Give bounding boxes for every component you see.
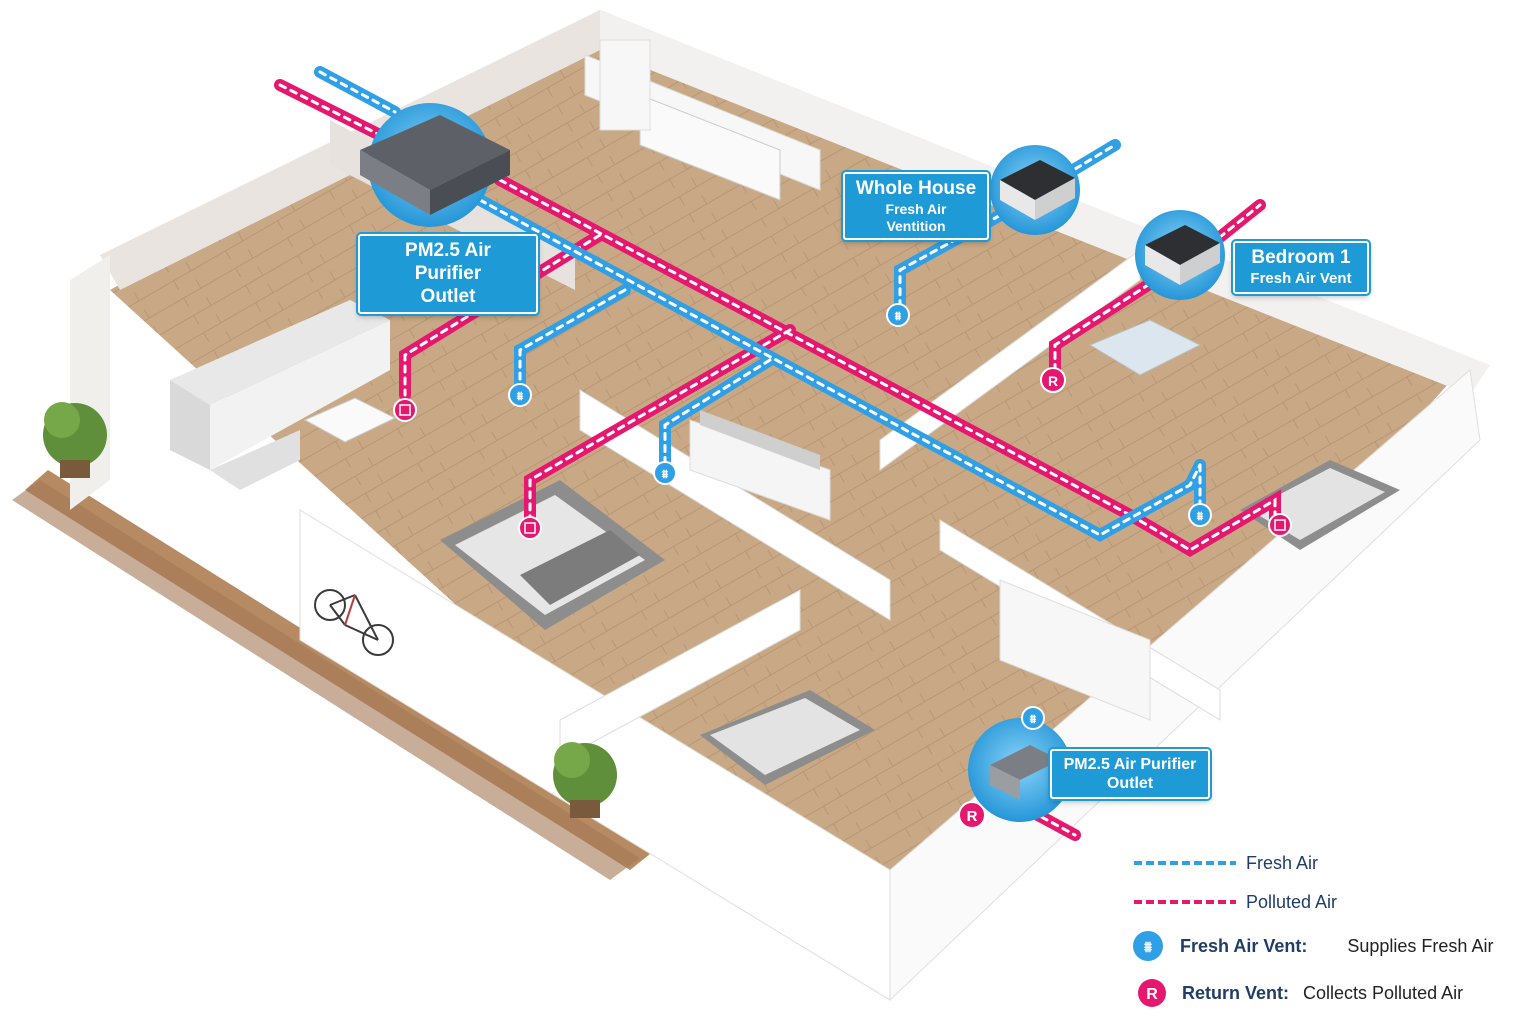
fresh-air-unit-bedroom1	[1135, 210, 1225, 300]
bathtub	[1088, 319, 1202, 376]
legend-return-vent-desc: Collects Polluted Air	[1303, 982, 1464, 1003]
fresh-air-vent-icon: ⩩	[886, 303, 910, 327]
fresh-air-vent-icon: ⩩	[1188, 503, 1212, 527]
purifier-unit-bottom	[968, 718, 1072, 822]
legend-fresh-vent-icon: ⩩	[1133, 931, 1163, 961]
return-vent-icon: R	[1040, 367, 1066, 393]
callout-subtitle: Outlet	[420, 285, 476, 307]
plant-left	[43, 402, 107, 478]
legend-return-vent: Return Vent: Collects Polluted Air	[1172, 978, 1463, 1008]
legend-fresh-air: Fresh Air	[1246, 848, 1318, 878]
callout-title: PM2.5 Air Purifier	[405, 240, 491, 284]
sofa	[170, 300, 390, 490]
bed-center	[440, 480, 665, 630]
svg-text:R: R	[1048, 373, 1058, 389]
plant-bottom	[553, 742, 617, 818]
svg-text:⩩: ⩩	[662, 467, 669, 481]
whole-house-callout: Whole House Fresh Air Ventition	[843, 172, 989, 241]
svg-text:⩩: ⩩	[1144, 938, 1152, 956]
fresh-air-vent-icon: ⩩	[508, 383, 532, 407]
svg-text:⩩: ⩩	[895, 309, 902, 323]
wardrobe	[999, 579, 1151, 721]
legend-polluted-air-label: Polluted Air	[1246, 891, 1338, 912]
legend-polluted-air: Polluted Air	[1246, 887, 1337, 917]
callout-subtitle: Fresh Air Vent	[1250, 269, 1352, 287]
return-vent-icon	[1268, 513, 1292, 537]
bicycle	[314, 589, 394, 656]
return-vent-icon: R	[958, 801, 986, 829]
purifier-bottom-callout: PM2.5 Air Purifier Outlet	[1050, 749, 1210, 800]
svg-text:⩩: ⩩	[517, 389, 524, 403]
purifier-unit-top	[360, 103, 510, 227]
legend-fresh-vent-term: Fresh Air Vent:	[1180, 935, 1308, 956]
callout-subtitle: Outlet	[1106, 775, 1154, 793]
closet	[689, 410, 831, 521]
callout-title: PM2.5 Air Purifier	[1063, 756, 1197, 773]
fresh-air-vent-icon: ⩩	[1021, 706, 1045, 730]
purifier-top-callout: PM2.5 Air Purifier Outlet	[358, 234, 538, 315]
svg-text:⩩: ⩩	[1197, 509, 1204, 523]
legend-return-vent-icon: R	[1138, 979, 1166, 1007]
coffee-table	[303, 397, 397, 443]
svg-text:R: R	[1146, 986, 1158, 1003]
svg-text:⩩: ⩩	[1030, 712, 1037, 726]
legend-fresh-vent: Fresh Air Vent: Supplies Fresh Air	[1170, 931, 1493, 961]
svg-text:R: R	[967, 808, 978, 825]
return-vent-icon	[518, 516, 542, 540]
fresh-air-ducts	[314, 66, 1206, 542]
callout-title: Bedroom 1	[1251, 247, 1351, 268]
fresh-air-vent-icon: ⩩	[653, 461, 677, 485]
bedroom1-callout: Bedroom 1 Fresh Air Vent	[1233, 241, 1369, 294]
legend-fresh-air-label: Fresh Air	[1246, 852, 1319, 873]
kitchen	[584, 39, 821, 201]
callout-title: Whole House	[855, 178, 977, 199]
legend-return-vent-term: Return Vent:	[1182, 982, 1290, 1003]
callout-subtitle: Fresh Air Ventition	[885, 200, 947, 234]
fresh-air-unit-whole-house	[990, 145, 1080, 235]
return-vent-icon	[393, 398, 417, 422]
bed-bottom	[700, 690, 875, 785]
legend-fresh-vent-desc: Supplies Fresh Air	[1347, 935, 1494, 956]
